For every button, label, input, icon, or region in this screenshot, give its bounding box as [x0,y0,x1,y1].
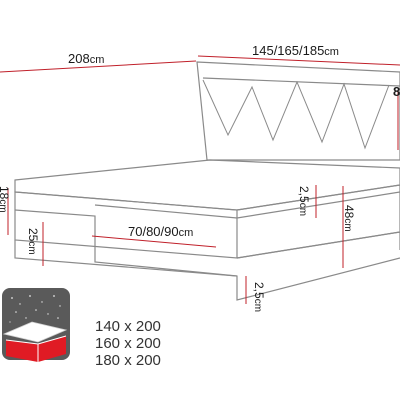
width-dim-line [197,55,400,66]
lifted-mattress [2,321,68,343]
dimension-lines [0,55,400,304]
mattress-top [14,159,400,211]
headboard [196,61,400,161]
length-dim-line [0,60,197,73]
headboard-height-right-label: 50cm [397,128,400,155]
storage-icon-sparkles [9,295,61,323]
bed-outline [14,61,400,301]
size-option: 180 x 200 [95,352,161,369]
base-side [236,231,400,259]
size-option: 160 x 200 [95,335,161,352]
base-line [14,240,400,301]
frame-height-label: 48cm [342,205,356,232]
topper-line [94,191,400,219]
storage-compartment-red [6,336,66,362]
mattress-width-dim-line [91,235,217,248]
storage-lift-icon [2,288,70,362]
bed-size-list: 140 x 200 160 x 200 180 x 200 [95,318,175,369]
base-height-label: 25cm [26,228,40,255]
width-label: 145/165/185cm [252,43,339,58]
bed-front-face [14,191,238,259]
headboard-inner [202,77,400,87]
storage-frame-outline [5,335,67,362]
leg-height-label: 2,5cm [252,282,266,312]
length-label: 208cm [68,51,104,66]
size-option: 140 x 200 [95,318,161,335]
headboard-diamond-pattern [202,79,390,150]
dimension-labels: 208cm 145/165/185cm 8 50cm 70/80/90cm 2,… [0,43,400,312]
box-height-label: 18cm [0,186,11,213]
topper-thickness-label: 2,5cm [297,186,311,216]
headboard-height-label: 8 [393,84,400,99]
box-divider [14,209,238,277]
mattress-width-label: 70/80/90cm [128,224,193,239]
